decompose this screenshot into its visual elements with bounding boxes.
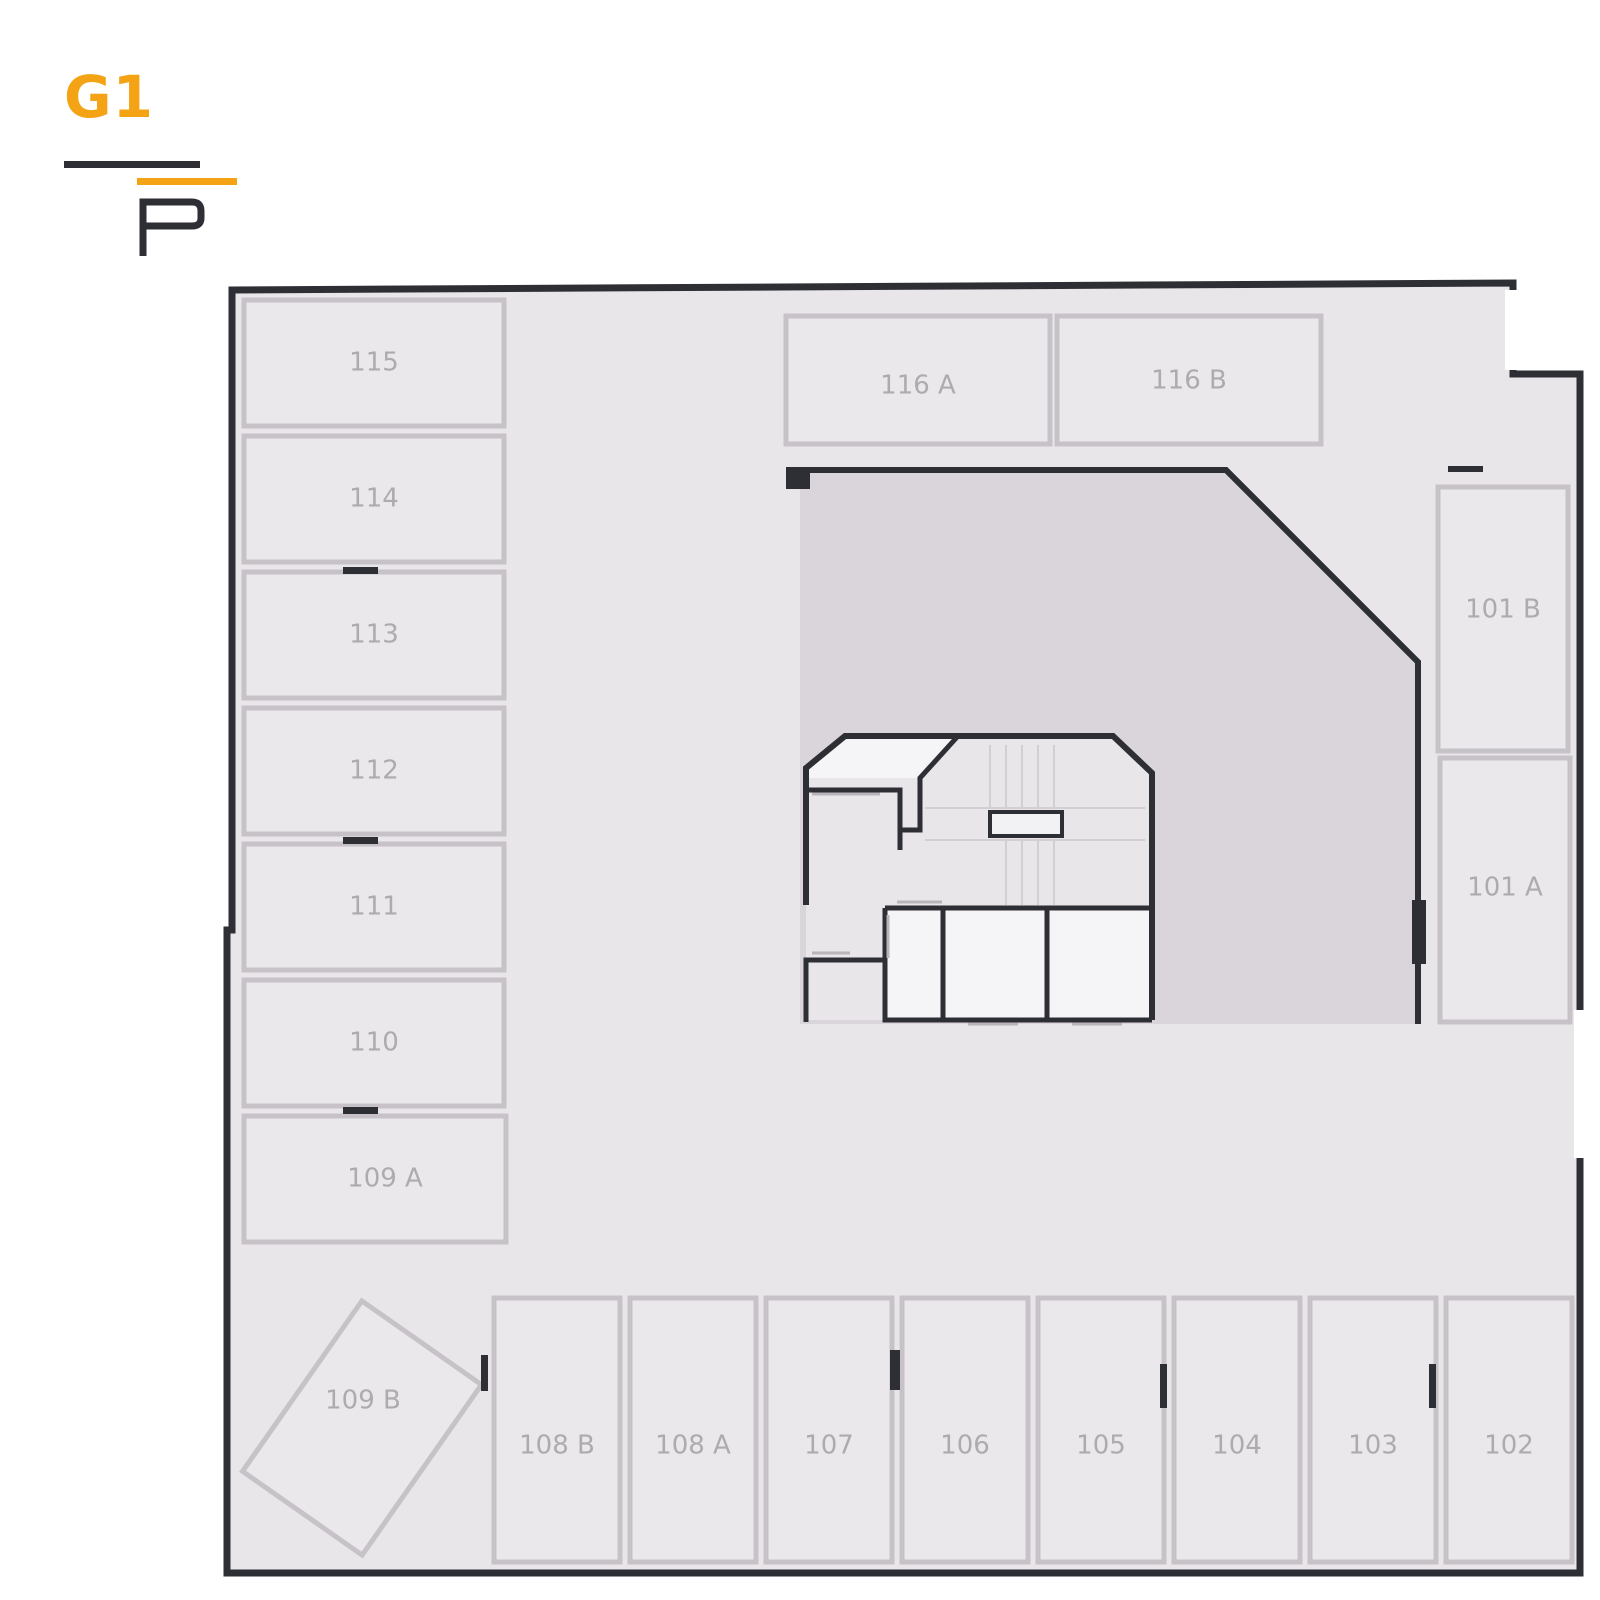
storage-unit-104[interactable]: 104 [1171,1295,1303,1565]
unit-label: 110 [349,1028,399,1058]
storage-unit-116a[interactable]: 116 A [783,313,1053,447]
unit-label: 101 A [1467,873,1543,903]
unit-outline [763,1295,895,1565]
unit-outline [241,705,507,837]
storage-unit-113[interactable]: 113 [241,569,507,701]
unit-label: 109 A [347,1164,423,1194]
unit-outline [627,1295,759,1565]
unit-label: 112 [349,756,399,786]
unit-label: 108 B [519,1431,595,1461]
unit-outline [241,297,507,429]
unit-outline [899,1295,1031,1565]
stair-treads [925,745,1145,905]
unit-label: 115 [349,348,399,378]
unit-outline [239,1297,485,1559]
unit-label: 116 B [1151,366,1227,396]
unit-outline [1035,1295,1167,1565]
unit-label: 105 [1076,1431,1126,1461]
unit-outline [783,313,1053,447]
unit-outline [1435,484,1571,754]
unit-label: 113 [349,620,399,650]
storage-unit-107[interactable]: 107 [763,1295,895,1565]
unit-outline [1437,755,1573,1025]
storage-unit-102[interactable]: 102 [1443,1295,1575,1565]
unit-outline [241,433,507,565]
unit-outline [491,1295,623,1565]
unit-outline [241,977,507,1109]
unit-label: 109 B [325,1386,401,1416]
unit-label: 108 A [655,1431,731,1461]
unit-outline [241,1113,509,1245]
unit-label: 107 [804,1431,854,1461]
unit-label: 106 [940,1431,990,1461]
unit-outline [1171,1295,1303,1565]
storage-unit-105[interactable]: 105 [1035,1295,1167,1565]
storage-unit-101b[interactable]: 101 B [1435,484,1571,754]
storage-unit-110[interactable]: 110 [241,977,507,1109]
storage-unit-114[interactable]: 114 [241,433,507,565]
unit-outline [1307,1295,1439,1565]
unit-label: 101 B [1465,595,1541,625]
storage-unit-108b[interactable]: 108 B [491,1295,623,1565]
unit-label: 103 [1348,1431,1398,1461]
unit-label: 102 [1484,1431,1534,1461]
unit-label: 114 [349,484,399,514]
storage-unit-106[interactable]: 106 [899,1295,1031,1565]
door-swings [812,792,1122,1026]
storage-unit-101a[interactable]: 101 A [1437,755,1573,1025]
level-title: G1 [64,63,154,131]
storage-unit-115[interactable]: 115 [241,297,507,429]
unit-label: 116 A [880,371,956,401]
storage-unit-108a[interactable]: 108 A [627,1295,759,1565]
storage-unit-103[interactable]: 103 [1307,1295,1439,1565]
stair-elevator-block [803,733,1155,1026]
unit-outline [1054,313,1324,447]
unit-label: 111 [349,892,399,922]
storage-unit-111[interactable]: 111 [241,841,507,973]
partition-marks [343,466,1483,1408]
storage-unit-112[interactable]: 112 [241,705,507,837]
storage-unit-116b[interactable]: 116 B [1054,313,1324,447]
unit-outline [1443,1295,1575,1565]
unit-outline [241,841,507,973]
unit-label: 104 [1212,1431,1262,1461]
letter-p-logo-icon [64,161,237,256]
storage-unit-109a[interactable]: 109 A [241,1113,509,1245]
storage-unit-109b[interactable]: 109 B [239,1297,485,1559]
storage-units: 115 114 113 112 111 110 109 A 109 B 116 A 116 B 10… [239,297,1575,1565]
